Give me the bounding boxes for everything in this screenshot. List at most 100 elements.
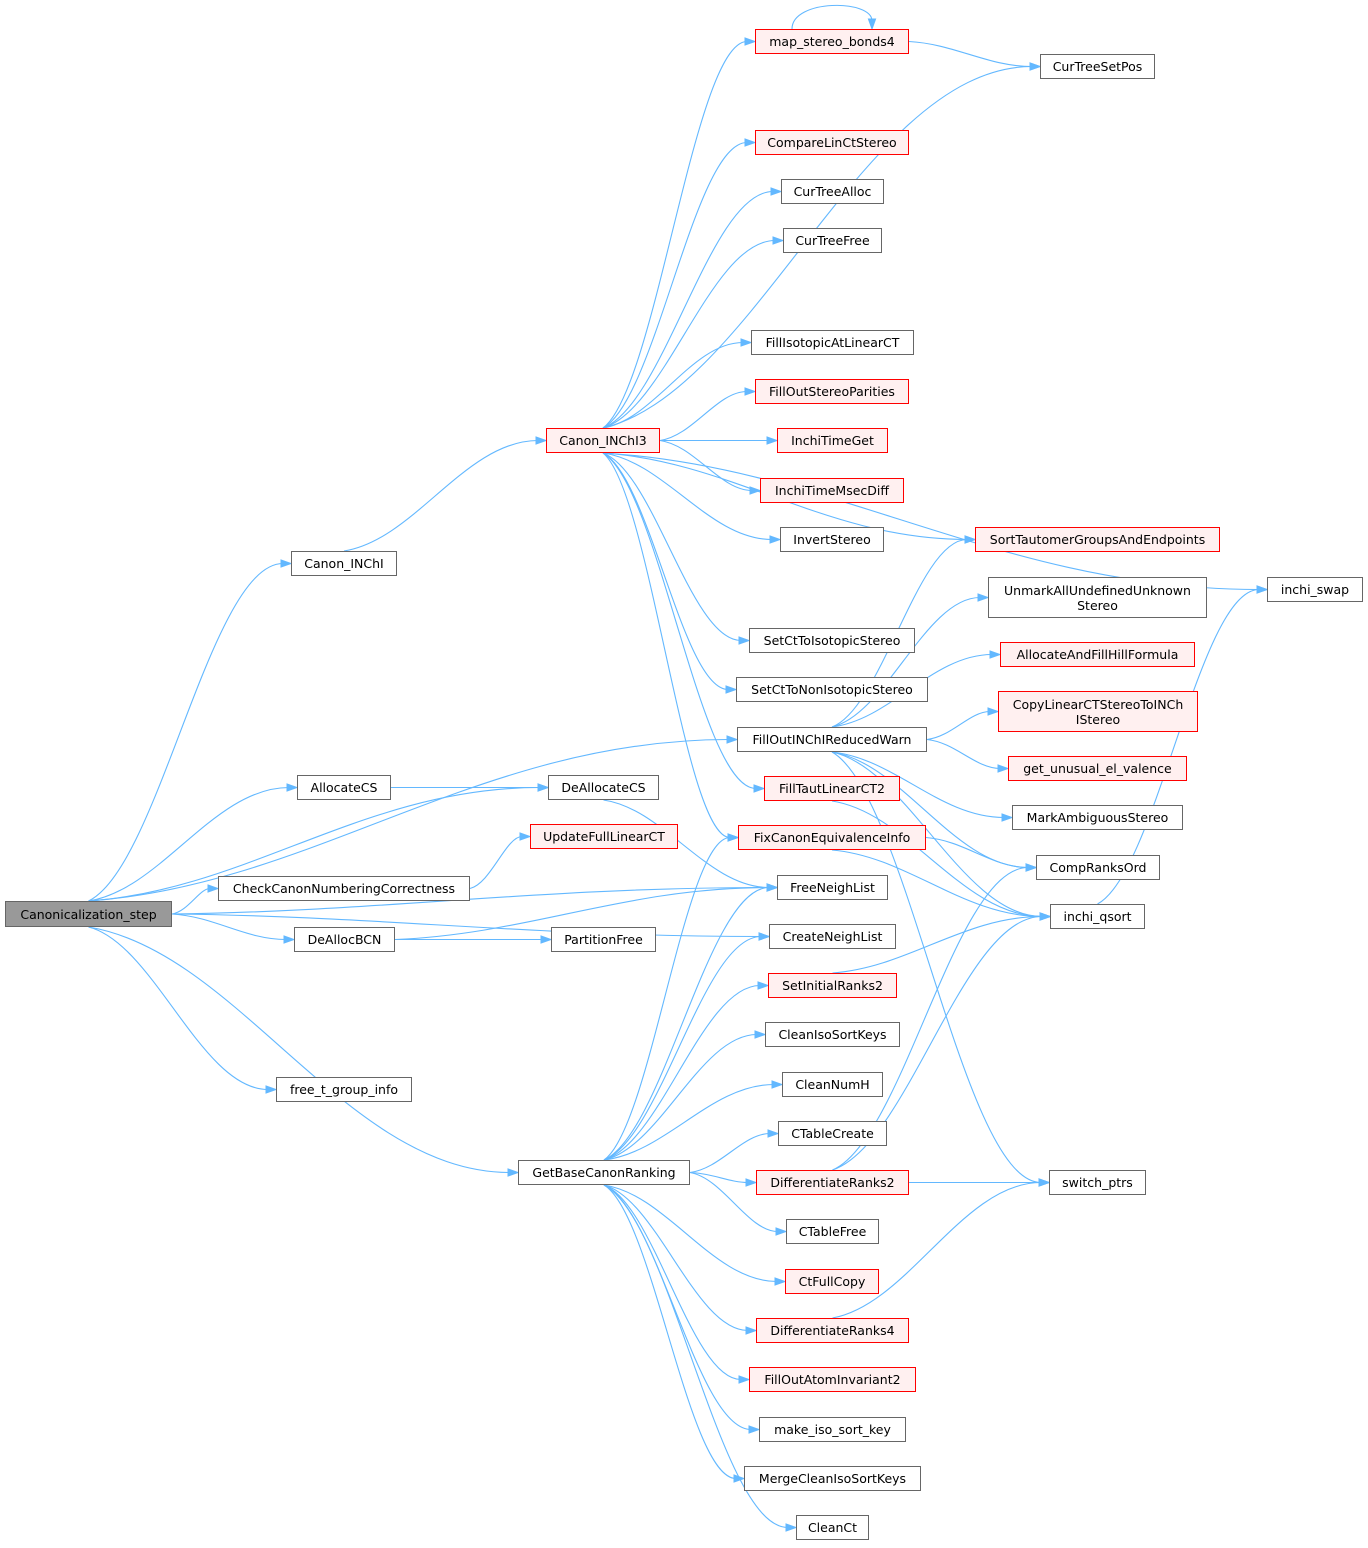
edge-canon_inchi3-to-filloutstereoparities-arrowhead (744, 387, 757, 396)
node-make_iso_sort_key[interactable]: make_iso_sort_key (759, 1417, 906, 1442)
edge-getbasecanonranking-to-fixcanonequivalenceinfo (603, 836, 731, 1161)
node-ctablecreate[interactable]: CTableCreate (778, 1121, 887, 1146)
edge-canon_inchi3-to-inchitimemsecdiff (659, 439, 753, 492)
edge-getbasecanonranking-to-mergecleanisosortkeys (603, 1184, 737, 1480)
edge-getbasecanonranking-to-ctablecreate (689, 1132, 771, 1174)
node-freeneighlist[interactable]: FreeNeighList (777, 875, 888, 900)
node-free_t_group_info[interactable]: free_t_group_info (276, 1077, 412, 1102)
edge-deallocbcn-to-partitionfree-arrowhead (540, 935, 553, 944)
node-cleanisosortkeys[interactable]: CleanIsoSortKeys (765, 1022, 900, 1047)
edge-canon_inchi3-to-inchi_swap (602, 452, 1260, 591)
node-deallocbcn[interactable]: DeAllocBCN (294, 927, 395, 952)
node-setcttononisotopicstereo[interactable]: SetCtToNonIsotopicStereo (736, 677, 928, 702)
node-setcttoisotopicstereo[interactable]: SetCtToIsotopicStereo (749, 628, 915, 653)
edge-filloutinchireducedwarn-to-sorttautomergroupsandendpoints-arrowhead (964, 535, 977, 544)
edge-filloutinchireducedwarn-to-copylinearctstereotoinchistereo (926, 710, 991, 741)
edge-canon_inchi3-to-setcttoisotopicstereo (602, 452, 742, 642)
node-curtreefree[interactable]: CurTreeFree (783, 228, 882, 253)
edge-canon_inchi-to-canon_inchi3 (343, 439, 539, 552)
node-copylinearctstereotoinchistereo[interactable]: CopyLinearCTStereoToINCh IStereo (998, 691, 1198, 732)
edge-canonicalization_step-to-allocatecs (88, 786, 290, 902)
node-fixcanonequivalenceinfo[interactable]: FixCanonEquivalenceInfo (738, 825, 926, 850)
edge-filloutinchireducedwarn-to-get_unusual_el_valence-arrowhead (997, 764, 1010, 773)
node-invertstereo[interactable]: InvertStereo (780, 527, 884, 552)
node-partitionfree[interactable]: PartitionFree (551, 927, 656, 952)
node-differentiateranks2[interactable]: DifferentiateRanks2 (756, 1170, 909, 1195)
edge-canon_inchi3-to-invertstereo (602, 452, 773, 541)
node-filltautlinearct2[interactable]: FillTautLinearCT2 (764, 776, 900, 801)
edge-canon_inchi3-to-comparelinctstereo (602, 141, 748, 429)
edge-map_stereo_bonds4-to-map_stereo_bonds4-arrowhead (867, 18, 877, 31)
edge-getbasecanonranking-to-ctfullcopy (603, 1184, 778, 1283)
edge-filloutinchireducedwarn-to-sorttautomergroupsandendpoints (831, 538, 968, 728)
edge-canonicalization_step-to-deallocbcn-arrowhead (283, 935, 296, 944)
node-inchi_qsort[interactable]: inchi_qsort (1050, 904, 1145, 929)
edge-getbasecanonranking-to-differentiateranks4 (603, 1184, 749, 1332)
edge-canon_inchi3-to-setcttoisotopicstereo-arrowhead (738, 636, 751, 645)
node-updatefulllinearct[interactable]: UpdateFullLinearCT (530, 824, 678, 849)
node-markambiguousstereo[interactable]: MarkAmbiguousStereo (1012, 805, 1183, 830)
edge-canonicalization_step-to-checkcanonnumberingcorrectness (171, 887, 211, 915)
node-ctablefree[interactable]: CTableFree (786, 1219, 879, 1244)
edge-filloutinchireducedwarn-to-markambiguousstereo (831, 751, 1005, 819)
node-inchitimemsecdiff[interactable]: InchiTimeMsecDiff (760, 478, 904, 503)
edge-canonicalization_step-to-deallocatecs (88, 786, 541, 902)
node-fillisotopicatlinearct[interactable]: FillIsotopicAtLinearCT (751, 330, 914, 355)
edge-fixcanonequivalenceinfo-to-inchi_qsort (831, 849, 1043, 918)
edge-getbasecanonranking-to-ctablecreate-arrowhead (767, 1129, 780, 1138)
node-mergecleanisosortkeys[interactable]: MergeCleanIsoSortKeys (744, 1466, 921, 1491)
node-switch_ptrs[interactable]: switch_ptrs (1049, 1170, 1146, 1195)
edge-checkcanonnumberingcorrectness-to-updatefulllinearct-arrowhead (519, 832, 532, 841)
edge-canon_inchi3-to-curtreealloc (602, 190, 774, 429)
edge-getbasecanonranking-to-differentiateranks2-arrowhead (745, 1178, 758, 1187)
edge-canon_inchi3-to-curtreefree (602, 239, 776, 429)
node-curtreealloc[interactable]: CurTreeAlloc (781, 179, 884, 204)
node-sorttautomergroupsandendpoints[interactable]: SortTautomerGroupsAndEndpoints (975, 527, 1220, 552)
edge-getbasecanonranking-to-cleannumh-arrowhead (771, 1080, 784, 1089)
node-canonicalization_step: Canonicalization_step (5, 901, 172, 927)
node-setinitialranks2[interactable]: SetInitialRanks2 (768, 973, 897, 998)
edge-canon_inchi3-to-invertstereo-arrowhead (769, 535, 782, 544)
edge-getbasecanonranking-to-filloutatominvariant2-arrowhead (738, 1375, 751, 1384)
edge-getbasecanonranking-to-setinitialranks2 (603, 984, 761, 1161)
node-allocatecs[interactable]: AllocateCS (297, 775, 391, 800)
node-allocateandfillhillformula[interactable]: AllocateAndFillHillFormula (1000, 642, 1195, 667)
node-unmarkallundefinedunknownstereo[interactable]: UnmarkAllUndefinedUnknown Stereo (988, 577, 1207, 618)
edge-canon_inchi3-to-fillisotopicatlinearct (602, 341, 744, 429)
edge-getbasecanonranking-to-cleanct (603, 1184, 789, 1529)
edge-getbasecanonranking-to-differentiateranks2 (689, 1171, 749, 1184)
node-get_unusual_el_valence[interactable]: get_unusual_el_valence (1008, 756, 1187, 781)
edge-setinitialranks2-to-inchi_qsort (832, 915, 1043, 974)
node-filloutstereoparities[interactable]: FillOutStereoParities (755, 379, 909, 404)
node-inchitimeget[interactable]: InchiTimeGet (777, 428, 888, 453)
edge-canon_inchi3-to-setcttononisotopicstereo-arrowhead (725, 685, 738, 694)
edge-canonicalization_step-to-canon_inchi (88, 562, 284, 902)
node-filloutinchireducedwarn[interactable]: FillOutINChIReducedWarn (737, 727, 927, 752)
node-inchi_swap[interactable]: inchi_swap (1267, 577, 1363, 602)
edge-canonicalization_step-to-getbasecanonranking (88, 926, 511, 1174)
node-curtreesetpos[interactable]: CurTreeSetPos (1040, 54, 1155, 79)
node-deallocatecs[interactable]: DeAllocateCS (548, 775, 659, 800)
node-checkcanonnumberingcorrectness[interactable]: CheckCanonNumberingCorrectness (218, 876, 470, 901)
node-ctfullcopy[interactable]: CtFullCopy (785, 1269, 879, 1294)
edge-getbasecanonranking-to-cleanisosortkeys (603, 1033, 758, 1161)
node-filloutatominvariant2[interactable]: FillOutAtomInvariant2 (749, 1367, 916, 1392)
node-cleanct[interactable]: CleanCt (796, 1515, 869, 1540)
node-cleannumh[interactable]: CleanNumH (782, 1072, 883, 1097)
edge-canon_inchi3-to-curtreefree-arrowhead (772, 236, 785, 245)
node-compranksord[interactable]: CompRanksOrd (1036, 855, 1160, 880)
node-differentiateranks4[interactable]: DifferentiateRanks4 (756, 1318, 909, 1343)
node-canon_inchi[interactable]: Canon_INChI (291, 551, 397, 576)
edge-canon_inchi3-to-filltautlinearct2 (602, 452, 757, 790)
node-comparelinctstereo[interactable]: CompareLinCtStereo (755, 130, 909, 155)
node-createneighlist[interactable]: CreateNeighList (769, 924, 896, 949)
node-map_stereo_bonds4[interactable]: map_stereo_bonds4 (755, 29, 909, 54)
node-getbasecanonranking[interactable]: GetBaseCanonRanking (518, 1160, 690, 1185)
edge-getbasecanonranking-to-freeneighlist-arrowhead (766, 883, 779, 892)
edge-differentiateranks2-to-inchi_qsort-arrowhead (1039, 912, 1052, 921)
edge-filloutinchireducedwarn-to-unmarkallundefinedunknownstereo (831, 596, 981, 728)
node-canon_inchi3[interactable]: Canon_INChI3 (546, 428, 660, 453)
edge-canon_inchi3-to-comparelinctstereo-arrowhead (744, 138, 757, 147)
